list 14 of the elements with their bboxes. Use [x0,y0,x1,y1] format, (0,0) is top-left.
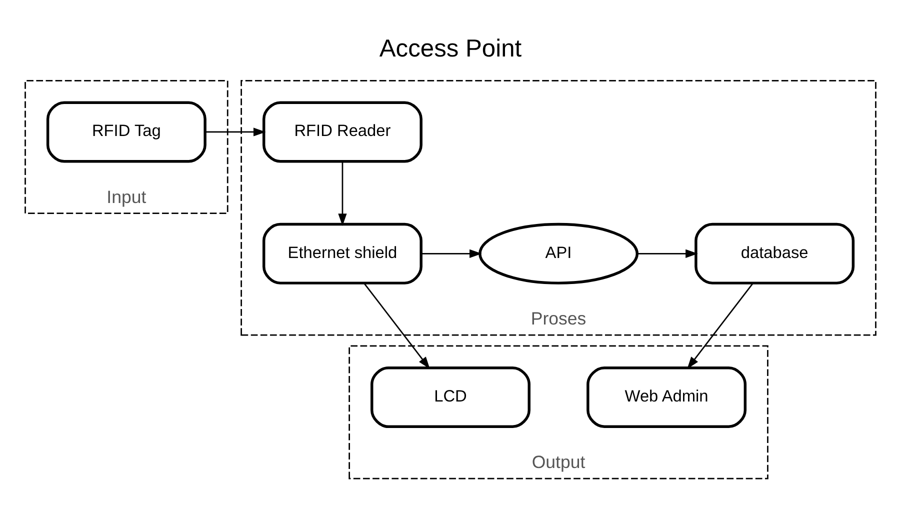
arrow [637,248,698,258]
node-box: RFID Tag [46,100,206,162]
arrow [687,282,754,369]
arrow [205,127,266,136]
node-box: LCD [370,366,530,428]
node-box: RFID Reader [262,100,422,162]
diagram-title: Access Point [379,35,522,62]
arrow [338,161,347,226]
node-box: Ethernet shield [262,222,422,284]
arrow [364,282,430,369]
arrow [421,248,482,258]
node-ellipse: API [478,222,639,284]
node-box: database [694,222,855,284]
node-box: Web Admin [586,366,747,428]
